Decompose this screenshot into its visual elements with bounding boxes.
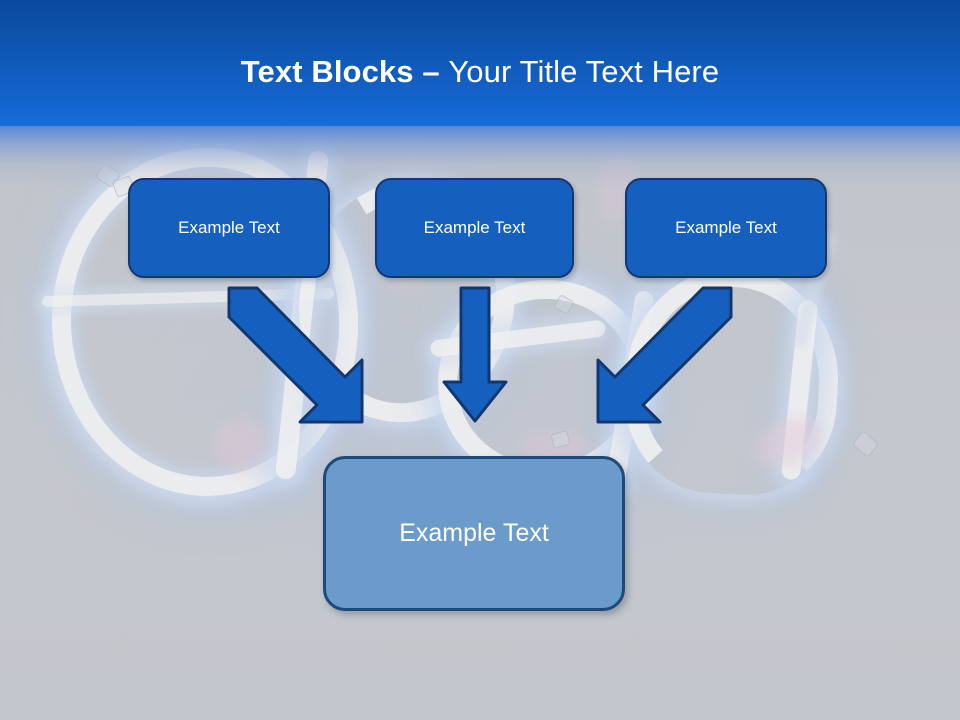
text-block-2-label: Example Text (423, 218, 526, 237)
text-block-result[interactable]: Example Text (323, 456, 625, 611)
text-block-1[interactable]: Example Text (128, 178, 330, 278)
page-title-bold: Text Blocks (240, 54, 423, 89)
text-block-2[interactable]: Example Text (375, 178, 574, 278)
text-block-1-label: Example Text (178, 218, 280, 237)
text-block-3[interactable]: Example Text (625, 178, 827, 278)
text-block-3-label: Example Text (675, 218, 777, 237)
text-block-result-label: Example Text (399, 519, 549, 547)
page-title-separator: – (422, 54, 449, 89)
neon-glow-highlight (214, 418, 268, 472)
neon-glow-highlight (520, 430, 590, 460)
page-title-regular: Your Title Text Here (448, 54, 720, 89)
title-band-fade (0, 126, 960, 188)
page-title: Text Blocks – Your Title Text Here (0, 52, 960, 92)
title-band (0, 0, 960, 126)
